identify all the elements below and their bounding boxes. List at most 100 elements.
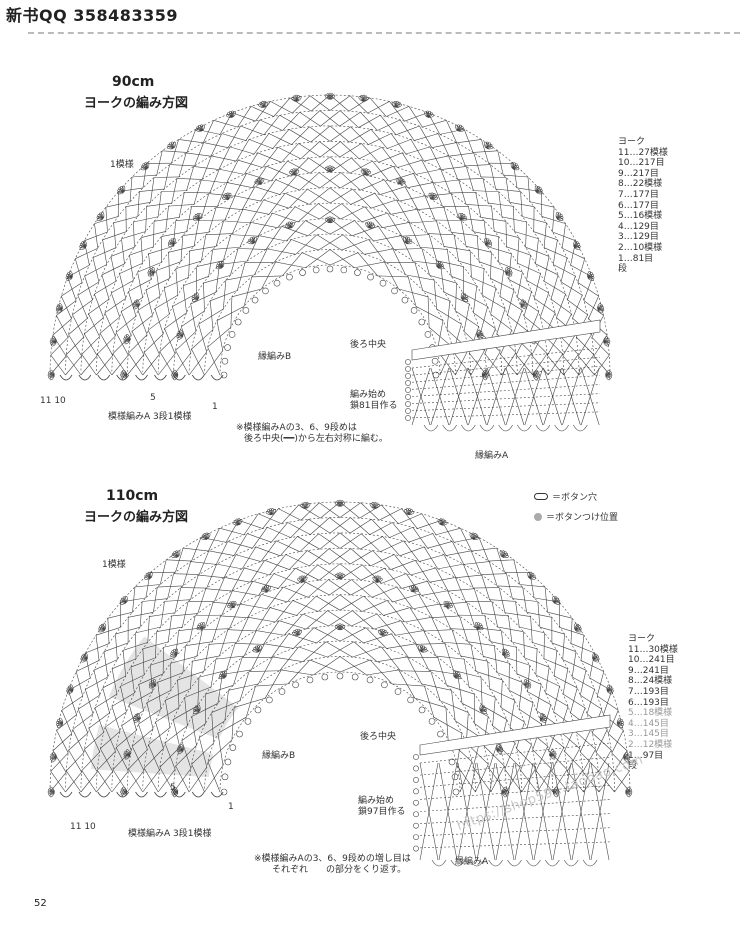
chain-stitch [219, 629, 229, 656]
stitch-row [157, 609, 523, 793]
chain-stitch [223, 554, 237, 578]
chain-stitch [381, 147, 398, 168]
chain-stitch [443, 554, 457, 578]
chain-stitch [381, 646, 401, 671]
chain-stitch [448, 588, 475, 592]
chain-stitch [155, 707, 180, 723]
chain-stitch [157, 672, 184, 683]
shell-petal [395, 178, 401, 185]
chain-stitch [298, 143, 321, 158]
shell-petal [334, 501, 341, 507]
stitch-row [219, 671, 461, 793]
chain-stitch [168, 245, 195, 253]
chain-stitch [490, 641, 517, 648]
chain-stitch [580, 694, 602, 710]
scallop [154, 374, 167, 381]
chain-stitch [191, 742, 214, 765]
shell-petal [227, 605, 234, 609]
chain-stitch [535, 770, 553, 793]
edge-a-scallop [442, 424, 457, 432]
back-row [411, 365, 601, 383]
shell-petal [284, 224, 291, 229]
chain-stitch [575, 336, 594, 355]
chain-stitch [175, 547, 184, 573]
chain-stitch [243, 630, 257, 657]
chain-stitch [473, 588, 483, 614]
edge-b-loop [326, 265, 334, 273]
chain-stitch [115, 747, 129, 772]
chain-stitch [418, 594, 433, 618]
chain-stitch [329, 252, 359, 266]
chain-stitch [255, 101, 271, 122]
chain-stitch [532, 642, 557, 651]
section1-five-marker: 5 [150, 393, 156, 403]
chain-stitch [361, 143, 379, 163]
chain-stitch [364, 248, 393, 255]
shell-petal [79, 245, 86, 250]
chain-stitch [598, 771, 615, 793]
chain-stitch [420, 246, 448, 250]
chain-stitch [210, 659, 217, 688]
section1-table-footer: 段 [618, 264, 628, 275]
chain-stitch [199, 720, 225, 738]
edge-a-scallop [488, 859, 503, 867]
header-divider [28, 32, 740, 34]
chain-stitch [97, 335, 116, 355]
chain-stitch [254, 186, 280, 195]
chain-stitch [297, 203, 319, 223]
chain-stitch [537, 601, 541, 628]
chain-stitch [203, 142, 229, 148]
chain-stitch [154, 308, 164, 334]
chain-stitch [517, 352, 532, 376]
chain-stitch [186, 152, 212, 157]
chain-stitch [432, 533, 447, 556]
start-chain-loop [405, 387, 411, 393]
chain-stitch [279, 115, 302, 128]
chain-stitch [500, 354, 518, 376]
chain-stitch [164, 328, 176, 354]
chain-stitch [258, 235, 287, 242]
chain-stitch [263, 199, 289, 209]
scallop [172, 791, 186, 798]
chain-stitch [298, 504, 321, 519]
chain-stitch [77, 281, 100, 296]
chain-stitch [211, 155, 237, 162]
chain-stitch [236, 617, 249, 643]
chain-stitch [455, 310, 479, 327]
chain-stitch [351, 613, 378, 627]
chain-stitch [242, 208, 270, 215]
chain-stitch [446, 249, 452, 277]
chain-stitch [137, 262, 162, 273]
chain-stitch [301, 252, 331, 266]
edge-b-loop [242, 307, 250, 314]
shell-petal [418, 645, 423, 652]
chain-stitch [238, 520, 263, 529]
chain-stitch [329, 125, 350, 143]
chain-stitch [488, 768, 507, 793]
chain-stitch [164, 599, 191, 602]
chain-stitch [456, 139, 482, 144]
chain-stitch [483, 745, 505, 767]
chain-stitch [94, 223, 99, 249]
chain-stitch [566, 748, 580, 772]
chain-stitch [288, 188, 308, 209]
chain-stitch [205, 233, 233, 236]
chain-stitch [471, 547, 497, 552]
shell-petal [372, 576, 378, 583]
shell-petal [67, 689, 73, 695]
chain-stitch [103, 642, 129, 652]
shell-petal [334, 574, 341, 580]
chain-stitch [401, 152, 417, 175]
chain-stitch [428, 669, 458, 675]
chain-stitch [271, 522, 288, 543]
chain-stitch [231, 288, 262, 298]
chain-stitch [339, 174, 363, 189]
chain-stitch [214, 577, 225, 602]
chain-stitch [534, 298, 556, 314]
chain-stitch [101, 274, 110, 300]
chain-stitch [374, 192, 392, 215]
chain-stitch [371, 199, 397, 209]
start-chain-loop [413, 834, 419, 841]
chain-stitch [571, 651, 577, 678]
chain-stitch [287, 160, 311, 174]
